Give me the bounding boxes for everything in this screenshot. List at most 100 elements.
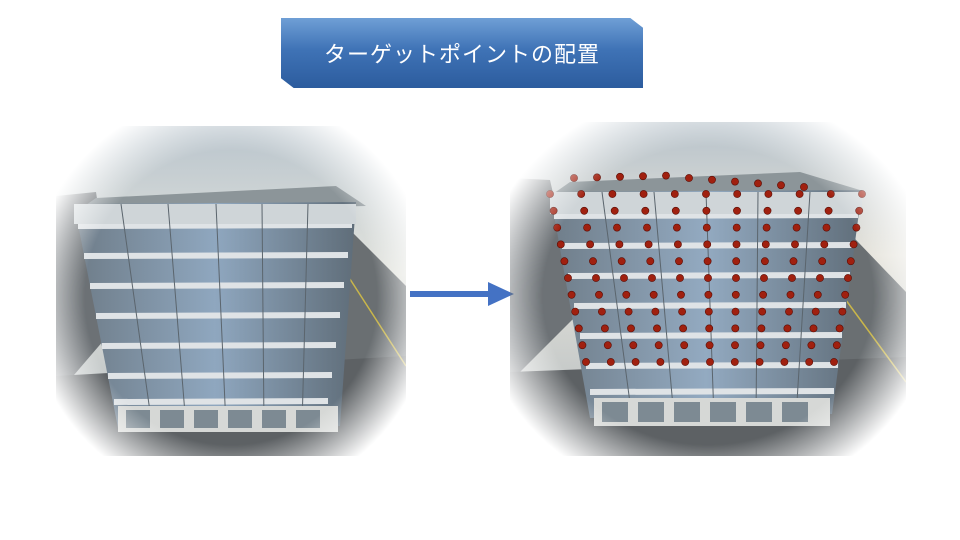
- target-point: [788, 274, 796, 282]
- target-point: [617, 257, 626, 266]
- target-point: [758, 307, 767, 316]
- target-point: [702, 223, 711, 232]
- target-point: [807, 341, 816, 350]
- target-point: [777, 181, 785, 190]
- target-point: [670, 190, 679, 198]
- target-point: [732, 223, 741, 232]
- target-point: [613, 223, 621, 232]
- target-point: [672, 223, 681, 232]
- target-point: [651, 307, 660, 316]
- target-point: [764, 190, 773, 198]
- target-point: [754, 179, 762, 188]
- target-point: [627, 324, 635, 333]
- target-point: [844, 274, 852, 282]
- target-point: [704, 290, 713, 299]
- target-point: [732, 257, 741, 266]
- target-point: [662, 171, 670, 180]
- target-point: [680, 341, 689, 350]
- target-point: [648, 274, 656, 282]
- right-arrow: [410, 282, 514, 306]
- target-point: [549, 206, 558, 215]
- target-point: [818, 257, 827, 266]
- target-point: [761, 240, 770, 249]
- target-point: [643, 223, 651, 232]
- target-point: [826, 190, 835, 198]
- target-point: [653, 324, 661, 333]
- target-point: [615, 240, 624, 249]
- target-point: [677, 290, 685, 299]
- target-point: [673, 240, 682, 249]
- target-point: [820, 240, 829, 249]
- target-point: [593, 173, 601, 182]
- target-point: [671, 206, 680, 215]
- title-text: ターゲットポイントの配置: [323, 43, 600, 68]
- target-point: [705, 341, 714, 350]
- target-point: [592, 274, 600, 282]
- target-point: [824, 206, 833, 215]
- target-point: [610, 206, 619, 215]
- target-point: [639, 172, 647, 181]
- target-point: [755, 358, 764, 366]
- target-point: [704, 307, 713, 316]
- target-point: [595, 290, 603, 299]
- target-point: [589, 257, 597, 266]
- target-point: [606, 358, 615, 366]
- right-arrow-icon: [410, 282, 514, 306]
- target-point: [601, 324, 609, 333]
- target-point: [733, 206, 741, 215]
- target-point: [781, 341, 790, 350]
- target-point: [679, 324, 687, 333]
- target-point: [567, 290, 576, 299]
- target-point: [733, 190, 742, 198]
- target-point: [582, 358, 590, 366]
- target-point: [646, 257, 655, 266]
- target-point: [757, 324, 766, 333]
- target-point: [789, 257, 798, 266]
- target-point: [681, 358, 690, 366]
- target-point: [830, 358, 838, 366]
- target-point: [654, 341, 663, 350]
- target-point: [800, 183, 808, 191]
- target-point: [832, 341, 841, 350]
- target-point: [570, 174, 578, 182]
- target-point: [762, 223, 771, 232]
- target-point: [675, 257, 683, 266]
- target-point: [639, 190, 648, 198]
- building-photo-icon: [56, 126, 407, 456]
- target-point: [792, 223, 801, 232]
- target-point: [620, 274, 628, 282]
- target-point: [780, 358, 789, 366]
- building-photo-with-target-points-icon: [510, 122, 907, 456]
- target-point: [855, 206, 864, 215]
- target-point: [644, 240, 653, 249]
- target-point: [703, 257, 712, 266]
- target-point: [704, 274, 712, 282]
- target-point: [578, 341, 587, 350]
- target-point: [731, 324, 740, 333]
- target-point: [678, 307, 686, 316]
- target-point: [603, 341, 612, 350]
- target-point: [649, 290, 658, 299]
- target-point: [577, 190, 586, 198]
- target-point: [822, 223, 831, 232]
- target-point: [760, 257, 769, 266]
- target-point: [583, 223, 591, 232]
- target-point: [794, 206, 802, 215]
- title-banner: ターゲットポイントの配置: [281, 18, 643, 88]
- target-point: [571, 307, 580, 316]
- target-point: [546, 190, 554, 198]
- target-point: [706, 358, 714, 366]
- target-point: [624, 307, 633, 316]
- target-point: [805, 358, 814, 366]
- target-point: [676, 274, 684, 282]
- target-point: [786, 290, 795, 299]
- target-point: [731, 307, 740, 316]
- target-point: [846, 257, 855, 266]
- target-point: [685, 174, 693, 182]
- target-point: [809, 324, 818, 333]
- target-point: [702, 190, 710, 198]
- target-point: [732, 274, 740, 282]
- target-point: [553, 223, 562, 232]
- target-point: [730, 358, 739, 366]
- target-point: [731, 177, 739, 186]
